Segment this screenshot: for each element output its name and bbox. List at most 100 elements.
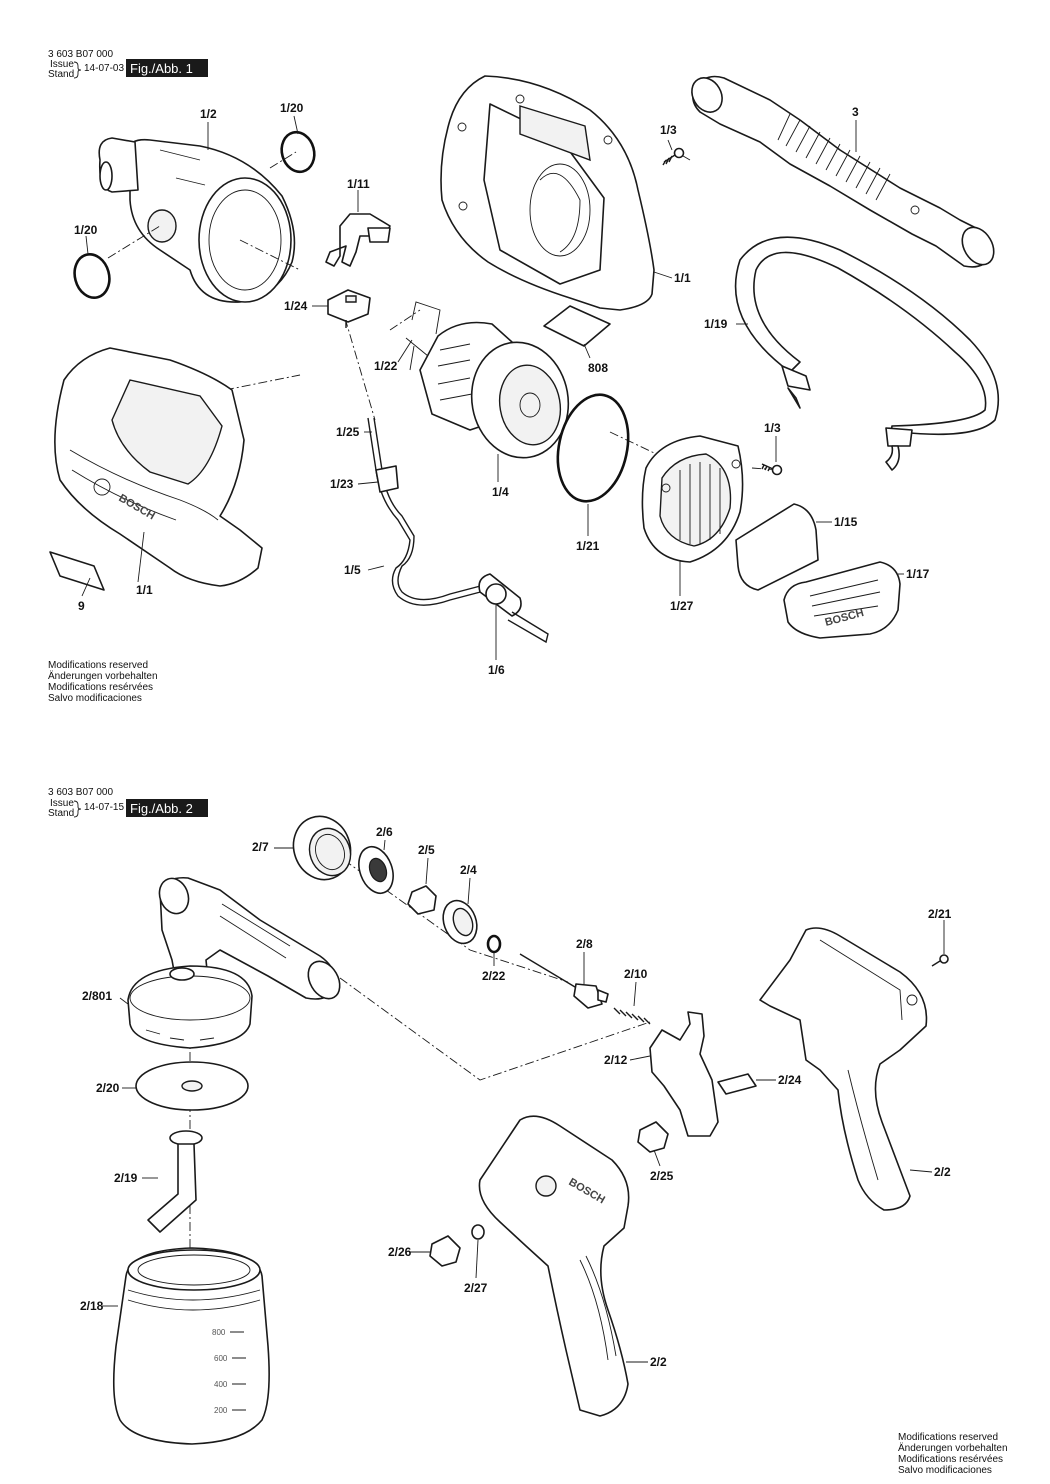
label-1-17: 1/17 xyxy=(906,567,930,581)
part-cable xyxy=(367,417,549,644)
label-2-2-left: 2/2 xyxy=(650,1355,667,1369)
label-2-12: 2/12 xyxy=(604,1053,628,1067)
fig2-note-es: Salvo modificaciones xyxy=(898,1465,992,1476)
axis-lines-c xyxy=(344,152,781,471)
label-1-20-b: 1/20 xyxy=(74,223,98,237)
part-container: 800 600 400 200 xyxy=(112,1247,270,1445)
part-sticker xyxy=(49,551,105,591)
part-fan-housing xyxy=(98,137,296,303)
label-2-19: 2/19 xyxy=(114,1171,138,1185)
part-spring xyxy=(613,1007,651,1025)
part-nozzle-ring xyxy=(358,845,394,895)
part-nozzle xyxy=(407,885,437,915)
part-label-plate xyxy=(543,305,611,347)
fig1-badge xyxy=(126,59,208,77)
part-clip xyxy=(325,213,391,267)
part-seal-disc xyxy=(135,1061,249,1111)
label-1-1-lower: 1/1 xyxy=(136,583,153,597)
label-2-25: 2/25 xyxy=(650,1169,674,1183)
axis-lines-a xyxy=(107,151,301,271)
label-2-6: 2/6 xyxy=(376,825,393,839)
fig1-leaders xyxy=(81,115,904,660)
part-nut xyxy=(292,815,352,881)
scale-mark-400: 400 xyxy=(214,1380,228,1389)
part-housing-lower: BOSCH xyxy=(54,347,263,587)
axis-lines-b xyxy=(224,374,301,391)
label-2-8: 2/8 xyxy=(576,937,593,951)
part-adjust-knob xyxy=(429,1235,461,1267)
part-switch xyxy=(327,289,371,328)
label-2-18: 2/18 xyxy=(80,1299,104,1313)
label-1-3-b: 1/3 xyxy=(764,421,781,435)
part-spray-attachment xyxy=(127,876,341,1049)
label-2-21: 2/21 xyxy=(928,907,952,921)
label-2-4: 2/4 xyxy=(460,863,477,877)
fig2-stand-label: Stand xyxy=(48,808,74,819)
label-1-4: 1/4 xyxy=(492,485,509,499)
part-handle-right xyxy=(759,927,928,1211)
label-3: 3 xyxy=(852,105,859,119)
fig2-badge-label: Fig./Abb. 2 xyxy=(130,801,193,816)
label-2-2-right: 2/2 xyxy=(934,1165,951,1179)
label-1-25: 1/25 xyxy=(336,425,360,439)
scale-mark-600: 600 xyxy=(214,1354,228,1363)
label-1-24: 1/24 xyxy=(284,299,308,313)
part-grille xyxy=(641,435,744,563)
label-1-20-a: 1/20 xyxy=(280,101,304,115)
part-handle-left: BOSCH xyxy=(478,1115,630,1417)
fig2-header: 3 603 B07 000 Issue Stand 14-07-15 Fig./… xyxy=(48,787,208,819)
fig1-badge-label: Fig./Abb. 1 xyxy=(130,61,193,76)
part-gasket xyxy=(556,393,630,503)
label-2-7: 2/7 xyxy=(252,840,269,854)
label-1-22: 1/22 xyxy=(374,359,398,373)
fig2-notes: Modifications reserved Änderungen vorbeh… xyxy=(898,1432,1008,1476)
part-hose xyxy=(691,75,995,268)
part-filter xyxy=(735,503,819,591)
label-2-26: 2/26 xyxy=(388,1245,412,1259)
fig2-note-fr: Modifications resérvées xyxy=(898,1454,1003,1465)
fig1-notes: Modifications reserved Änderungen vorbeh… xyxy=(48,660,158,704)
part-cover: BOSCH xyxy=(783,561,901,639)
part-small-o-ring xyxy=(486,934,502,954)
label-1-19: 1/19 xyxy=(704,317,728,331)
part-air-cap xyxy=(442,899,478,945)
fig2-leaders xyxy=(102,839,945,1363)
fig1-note-en: Modifications reserved xyxy=(48,660,148,671)
label-1-23: 1/23 xyxy=(330,477,354,491)
label-9: 9 xyxy=(78,599,85,613)
fig2-brace xyxy=(73,800,82,818)
label-2-5: 2/5 xyxy=(418,843,435,857)
scale-mark-200: 200 xyxy=(214,1406,228,1415)
label-2-27: 2/27 xyxy=(464,1281,488,1295)
label-1-1-upper: 1/1 xyxy=(674,271,691,285)
part-knob xyxy=(637,1121,669,1153)
part-suction-tube xyxy=(147,1130,203,1233)
fig2-note-en: Modifications reserved xyxy=(898,1432,998,1443)
part-o-ring-1 xyxy=(280,130,316,174)
fig2-labels: 2/7 2/6 2/5 2/4 2/22 2/801 2/8 2/10 2/12… xyxy=(80,825,952,1369)
scale-mark-800: 800 xyxy=(212,1328,226,1337)
fig1-note-de: Änderungen vorbehalten xyxy=(48,670,158,682)
fig2-issue-label: Issue xyxy=(50,798,74,809)
part-motor xyxy=(405,301,570,459)
part-housing-upper xyxy=(440,75,655,311)
part-needle xyxy=(519,953,609,1009)
fig1-header: 3 603 B07 000 Issue Stand 14-07-03 Fig./… xyxy=(48,49,208,80)
label-2-10: 2/10 xyxy=(624,967,648,981)
label-1-6: 1/6 xyxy=(488,663,505,677)
part-trigger xyxy=(649,1011,719,1137)
part-pad xyxy=(717,1073,757,1095)
part-screw-2 xyxy=(761,463,783,476)
fig2-badge xyxy=(126,799,208,817)
fig1-brace xyxy=(73,61,82,79)
fig1-note-fr: Modifications resérvées xyxy=(48,682,153,693)
label-1-2: 1/2 xyxy=(200,107,217,121)
label-2-22: 2/22 xyxy=(482,969,506,983)
part-strap xyxy=(734,236,1000,471)
fig1-date: 14-07-03 xyxy=(84,63,124,74)
fig2-note-de: Änderungen vorbehalten xyxy=(898,1442,1008,1454)
label-808: 808 xyxy=(588,361,608,375)
label-1-5: 1/5 xyxy=(344,563,361,577)
part-screw-3 xyxy=(931,954,949,967)
